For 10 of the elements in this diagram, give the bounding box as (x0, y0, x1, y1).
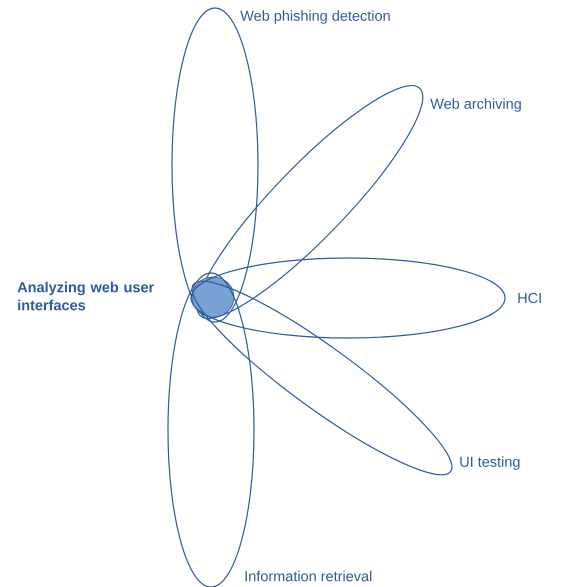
ellipse-outline (191, 280, 453, 476)
ellipse-outline (190, 257, 506, 339)
ellipse-label: HCI (518, 292, 541, 304)
ellipse-label: UI testing (460, 456, 520, 470)
filled-circle (192, 276, 234, 318)
ellipse-label: Web phishing detection (240, 10, 390, 24)
ellipse-label: Web archiving (430, 98, 521, 112)
topic-label: Analyzing web user interfaces (18, 282, 154, 310)
ellipse-outline (196, 85, 424, 319)
ellipse-label: Information retrieval (246, 570, 372, 582)
